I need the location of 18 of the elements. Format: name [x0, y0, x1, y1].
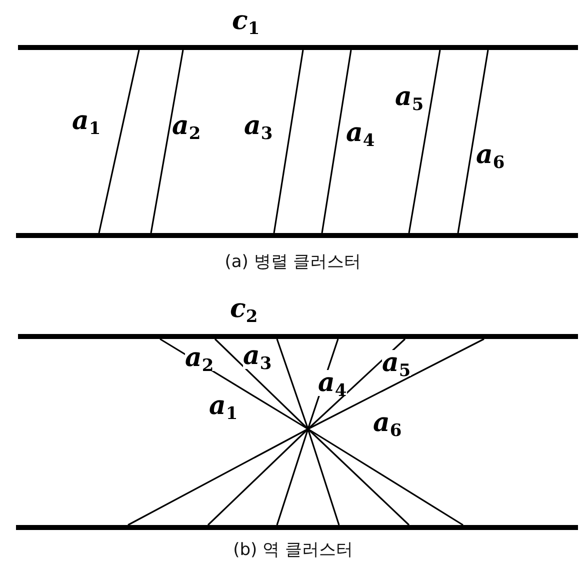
connecting-line: [457, 50, 489, 234]
edge-label: a$_{3}$: [244, 113, 273, 139]
edge-label: a$_{5}$: [382, 350, 411, 376]
edge-label: a$_{5}$: [395, 84, 424, 110]
connecting-line: [150, 50, 184, 234]
edge-label: a$_{1}$: [72, 108, 101, 134]
edge-label: a$_{4}$: [318, 370, 347, 396]
connecting-line: [321, 50, 352, 234]
connecting-line: [98, 50, 140, 234]
connecting-line: [273, 50, 304, 234]
edge-label: a$_{6}$: [476, 142, 505, 168]
bar-label: c$_{1}$: [232, 8, 260, 34]
bar-label: c$_{2}$: [230, 296, 258, 322]
edge-label: a$_{2}$: [172, 113, 201, 139]
caption: (b) 역 클러스터: [233, 540, 353, 560]
connecting-line: [408, 50, 441, 234]
edge-label: a$_{4}$: [346, 120, 375, 146]
caption: (a) 병렬 클러스터: [224, 252, 362, 272]
